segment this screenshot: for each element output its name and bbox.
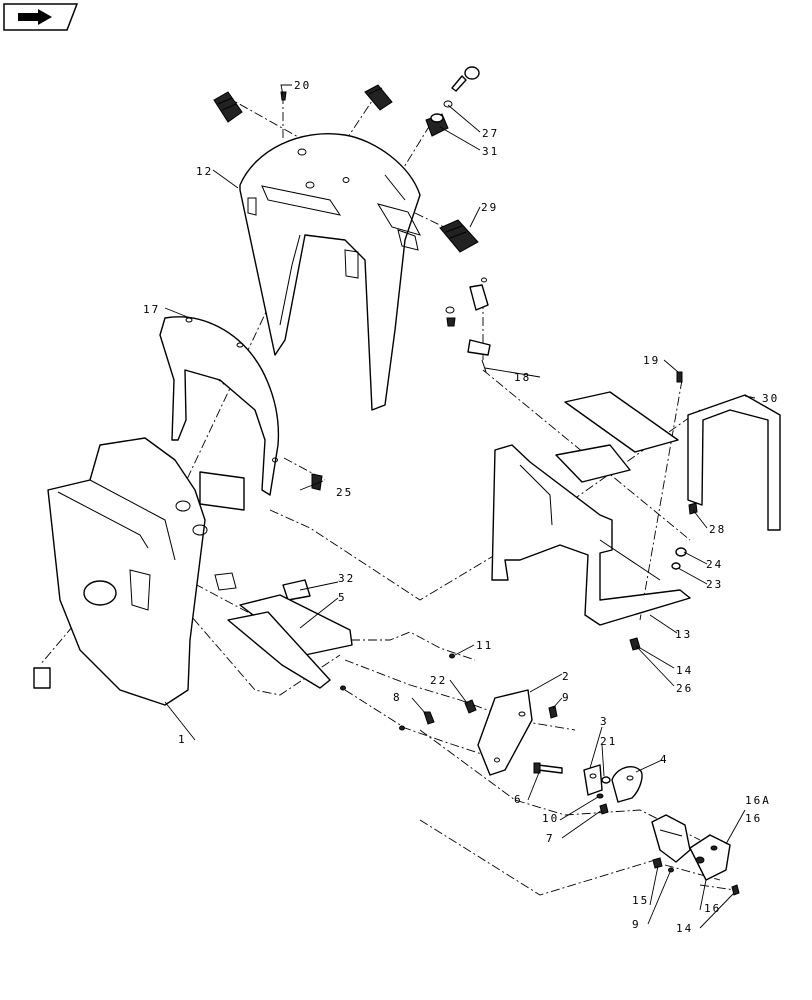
callout-19: 19: [643, 354, 660, 367]
callout-11: 11: [476, 639, 493, 652]
callout-20: 20: [294, 79, 311, 92]
rubber-pad-mid: [214, 572, 237, 591]
part-23-nut: [671, 562, 681, 570]
part-3-bracket: [583, 764, 603, 796]
callout-2: 2: [562, 670, 571, 683]
callout-8: 8: [393, 691, 402, 704]
callout-30: 30: [762, 392, 779, 405]
part-22-bolt: [464, 699, 477, 714]
part-31-ignition-switch: [425, 113, 449, 137]
callout-4: 4: [660, 753, 669, 766]
callout-15: 15: [632, 894, 649, 907]
callout-29: 29: [481, 201, 498, 214]
part-27-key: [443, 66, 480, 108]
part-16-switch-body: [689, 834, 731, 881]
callout-16b: 16: [745, 812, 762, 825]
callout-24: 24: [706, 558, 723, 571]
part-4-cam-plate: [611, 766, 643, 803]
part-24-washer: [675, 547, 687, 557]
part-8-bolt: [423, 711, 435, 725]
part-16A-bracket: [651, 814, 691, 863]
callout-16a: 16: [704, 902, 721, 915]
callout-5: 5: [338, 591, 347, 604]
callout-1: 1: [178, 733, 187, 746]
part-1-lower-console: [47, 437, 208, 706]
part-7-bolt: [599, 803, 609, 815]
callout-9a: 9: [562, 691, 571, 704]
callout-10: 10: [542, 812, 559, 825]
part-9-bolt-upper: [548, 705, 558, 719]
part-28-screw: [688, 502, 698, 515]
part-9-bolt-lower: [668, 867, 674, 873]
part-21-spacer: [601, 776, 611, 784]
part-20-switch-left: [213, 91, 243, 123]
leader-lines: [164, 84, 756, 929]
callout-31: 31: [482, 145, 499, 158]
callout-27: 27: [482, 127, 499, 140]
callout-14b: 14: [676, 922, 693, 935]
callout-28: 28: [709, 523, 726, 536]
part-19-bolt: [676, 371, 683, 383]
next-page-nav[interactable]: [3, 3, 79, 31]
callout-6: 6: [514, 793, 523, 806]
part-30-guard: [687, 394, 781, 531]
callout-32: 32: [338, 572, 355, 585]
part-18-bracket: [445, 277, 491, 373]
part-13-frame: [491, 444, 691, 626]
part-12-dash-cover: [239, 133, 421, 411]
callout-7: 7: [546, 832, 555, 845]
chain-washers: [340, 685, 405, 731]
part-10-washer: [596, 793, 604, 799]
callout-17: 17: [143, 303, 160, 316]
part-15-nut: [652, 857, 663, 869]
part-5-mat-lower: [227, 611, 331, 689]
part-6-pin: [533, 762, 563, 774]
rubber-pad-upper: [199, 471, 245, 511]
part-25-push-clip: [311, 473, 323, 491]
part-32-pad: [282, 579, 311, 601]
part-14-screw-lower: [731, 884, 740, 896]
cover-plate: [564, 391, 679, 453]
callout-12: 12: [196, 165, 213, 178]
part-2-mount-plate: [477, 689, 533, 776]
callout-21: 21: [600, 735, 617, 748]
callout-3: 3: [600, 715, 609, 728]
callout-23: 23: [706, 578, 723, 591]
callout-18: 18: [514, 371, 531, 384]
callout-22: 22: [430, 674, 447, 687]
callout-26: 26: [676, 682, 693, 695]
part-20-switch-right: [364, 84, 393, 111]
rubber-pad-lower: [33, 667, 51, 689]
callout-25: 25: [336, 486, 353, 499]
callout-14a: 14: [676, 664, 693, 677]
callout-9b: 9: [632, 918, 641, 931]
part-11-washer: [449, 653, 455, 659]
part-20-screw: [280, 91, 287, 101]
callout-13: 13: [675, 628, 692, 641]
arrow-right-icon: [18, 9, 52, 25]
part-29-rocker-switch: [439, 219, 479, 253]
callout-16A: 16A: [745, 794, 771, 807]
